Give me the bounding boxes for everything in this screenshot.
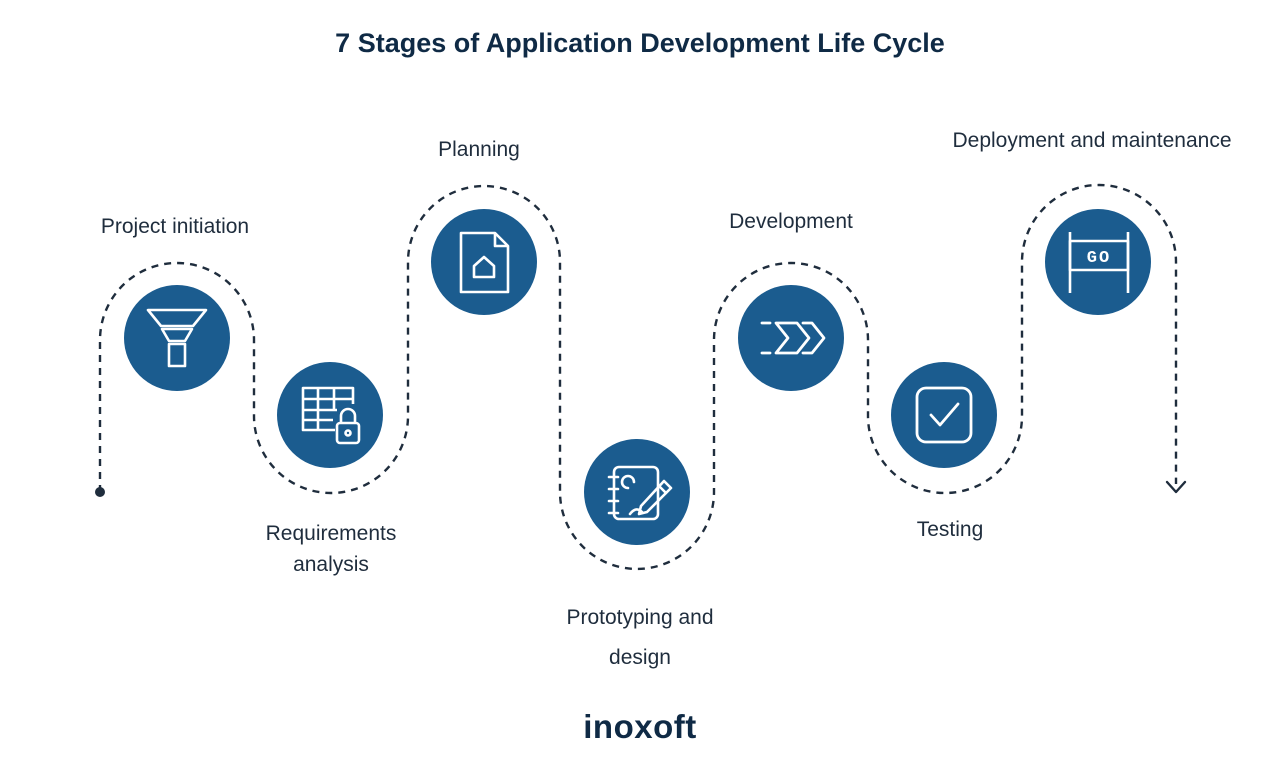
stage-2-circle [277, 362, 383, 468]
stage-4-label: Prototyping and design [566, 606, 714, 669]
path-start-dot [95, 487, 105, 497]
stage-7-label: Deployment and maintenance [952, 129, 1232, 152]
stage-5-node [738, 285, 844, 391]
stage-4-circle [584, 439, 690, 545]
stage-7-circle [1045, 209, 1151, 315]
stage-3-circle [431, 209, 537, 315]
stage-6-circle [891, 362, 997, 468]
document-home-icon [459, 231, 510, 294]
stage-6-label: Testing [916, 518, 984, 541]
stage-7-node: GO [1045, 209, 1151, 315]
notebook-pen-icon [607, 465, 673, 521]
stage-1-label: Project initiation [100, 215, 250, 238]
double-chevron-icon [760, 321, 826, 355]
table-lock-icon [301, 386, 361, 445]
go-sign-icon [1068, 232, 1130, 293]
stage-3-label: Planning [438, 138, 520, 161]
stage-5-label: Development [729, 210, 853, 233]
funnel-icon [146, 308, 208, 368]
stage-2-node [277, 362, 383, 468]
checkbox-icon [915, 386, 973, 444]
page-title: 7 Stages of Application Development Life… [335, 28, 945, 58]
stage-1-circle [124, 285, 230, 391]
stage-3-node [431, 209, 537, 315]
lifecycle-dashed-path [98, 183, 1178, 571]
go-sign-text: GO [1087, 249, 1111, 268]
stage-6-node [891, 362, 997, 468]
stage-1-node [124, 285, 230, 391]
path-end-arrow-icon [1165, 480, 1187, 494]
stage-2-label: Requirements analysis [265, 522, 397, 576]
stage-5-circle [738, 285, 844, 391]
inoxoft-logo: inoxoft [583, 708, 697, 745]
stage-4-node [584, 439, 690, 545]
